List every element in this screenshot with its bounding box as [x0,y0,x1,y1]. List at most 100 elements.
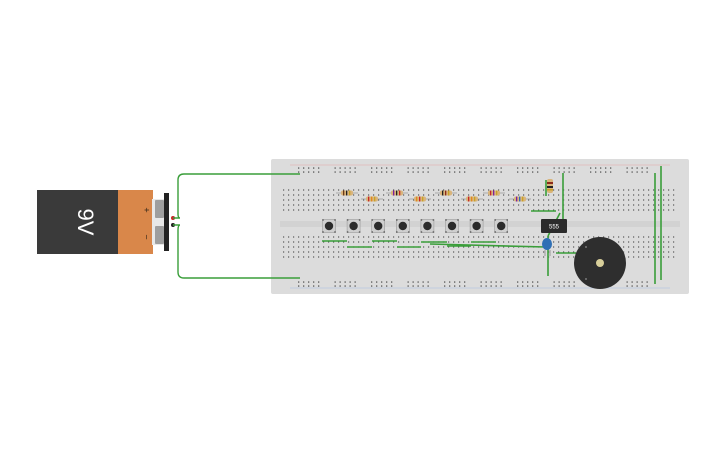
terminal-hole [323,209,325,211]
terminal-hole [498,256,500,258]
terminal-hole [403,236,405,238]
terminal-hole [538,251,540,253]
terminal-hole [443,189,445,191]
terminal-hole [308,236,310,238]
rail-hole [568,167,570,169]
terminal-hole [523,194,525,196]
resistor-icon[interactable] [409,196,431,202]
rail-hole [459,171,461,173]
terminal-hole [638,209,640,211]
pushbutton-pin [469,231,472,233]
terminal-hole [338,246,340,248]
terminal-hole [453,246,455,248]
terminal-hole [348,256,350,258]
terminal-hole [668,251,670,253]
ic-555-icon[interactable]: 555 [541,219,567,233]
terminal-hole [528,194,530,196]
resistor-band [393,190,395,196]
terminal-hole [458,246,460,248]
terminal-hole [508,256,510,258]
terminal-hole [313,209,315,211]
terminal-hole [453,189,455,191]
terminal-hole [558,246,560,248]
terminal-hole [508,204,510,206]
piezo-buzzer-icon[interactable] [574,237,626,289]
terminal-hole [503,204,505,206]
terminal-hole [328,189,330,191]
wire-battery-minus[interactable] [173,224,300,279]
resistor-vertical-band [547,182,553,184]
terminal-hole [513,194,515,196]
resistors[interactable] [336,190,531,202]
terminal-hole [418,236,420,238]
rail-hole [595,171,597,173]
rail-hole [636,171,638,173]
terminal-hole [293,236,295,238]
terminal-hole [508,241,510,243]
pushbutton-cap [447,221,457,231]
terminal-hole [513,246,515,248]
terminal-hole [673,194,675,196]
terminal-hole [488,209,490,211]
terminal-hole [548,199,550,201]
terminal-hole [408,194,410,196]
chip-label: 555 [549,225,560,231]
resistor-icon[interactable] [483,190,505,196]
terminal-hole [503,189,505,191]
terminal-hole [463,251,465,253]
resistor-band [368,196,370,202]
resistor-icon[interactable] [361,196,383,202]
terminal-hole [323,194,325,196]
rail-hole [641,167,643,169]
pushbutton-icon[interactable] [371,219,386,233]
resistor-icon[interactable] [386,190,408,196]
rail-hole [631,285,633,287]
resistor-icon[interactable] [461,196,483,202]
terminal-hole [388,236,390,238]
wire-bus-to-chip[interactable] [429,243,547,248]
terminal-hole [423,204,425,206]
pushbutton-icon[interactable] [346,219,361,233]
pushbuttons[interactable] [322,219,509,233]
rail-hole [454,281,456,283]
pushbutton-icon[interactable] [469,219,484,233]
resistor-vertical[interactable] [547,179,553,193]
resistor-icon[interactable] [336,190,358,196]
capacitor-icon[interactable] [542,238,552,256]
pushbutton-pin [494,231,497,233]
pushbutton-icon[interactable] [494,219,509,233]
terminal-hole [508,194,510,196]
terminal-hole [418,189,420,191]
pushbutton-icon[interactable] [322,219,336,233]
terminal-hole [508,189,510,191]
rail-hole [568,171,570,173]
pushbutton-icon[interactable] [445,219,459,233]
rail-hole [318,281,320,283]
pushbutton-icon[interactable] [420,219,435,233]
terminal-hole [438,236,440,238]
wire-battery-plus[interactable] [173,173,300,219]
terminal-hole [398,189,400,191]
terminal-hole [518,189,520,191]
rail-hole [563,171,565,173]
terminal-hole [388,241,390,243]
terminal-hole [443,251,445,253]
rail-hole [646,167,648,169]
terminal-hole [318,194,320,196]
terminal-hole [583,199,585,201]
terminal-hole [433,236,435,238]
terminal-hole [383,246,385,248]
resistor-icon[interactable] [509,196,531,202]
rail-hole [298,281,300,283]
resistor-band [496,190,498,196]
resistor-icon[interactable] [435,190,457,196]
terminal-hole [288,209,290,211]
rail-hole [537,167,539,169]
terminal-hole [378,246,380,248]
terminal-hole [483,209,485,211]
battery-9v[interactable]: 9V + − [37,190,175,254]
terminal-hole [493,209,495,211]
terminal-hole [368,209,370,211]
pushbutton-icon[interactable] [395,219,410,233]
